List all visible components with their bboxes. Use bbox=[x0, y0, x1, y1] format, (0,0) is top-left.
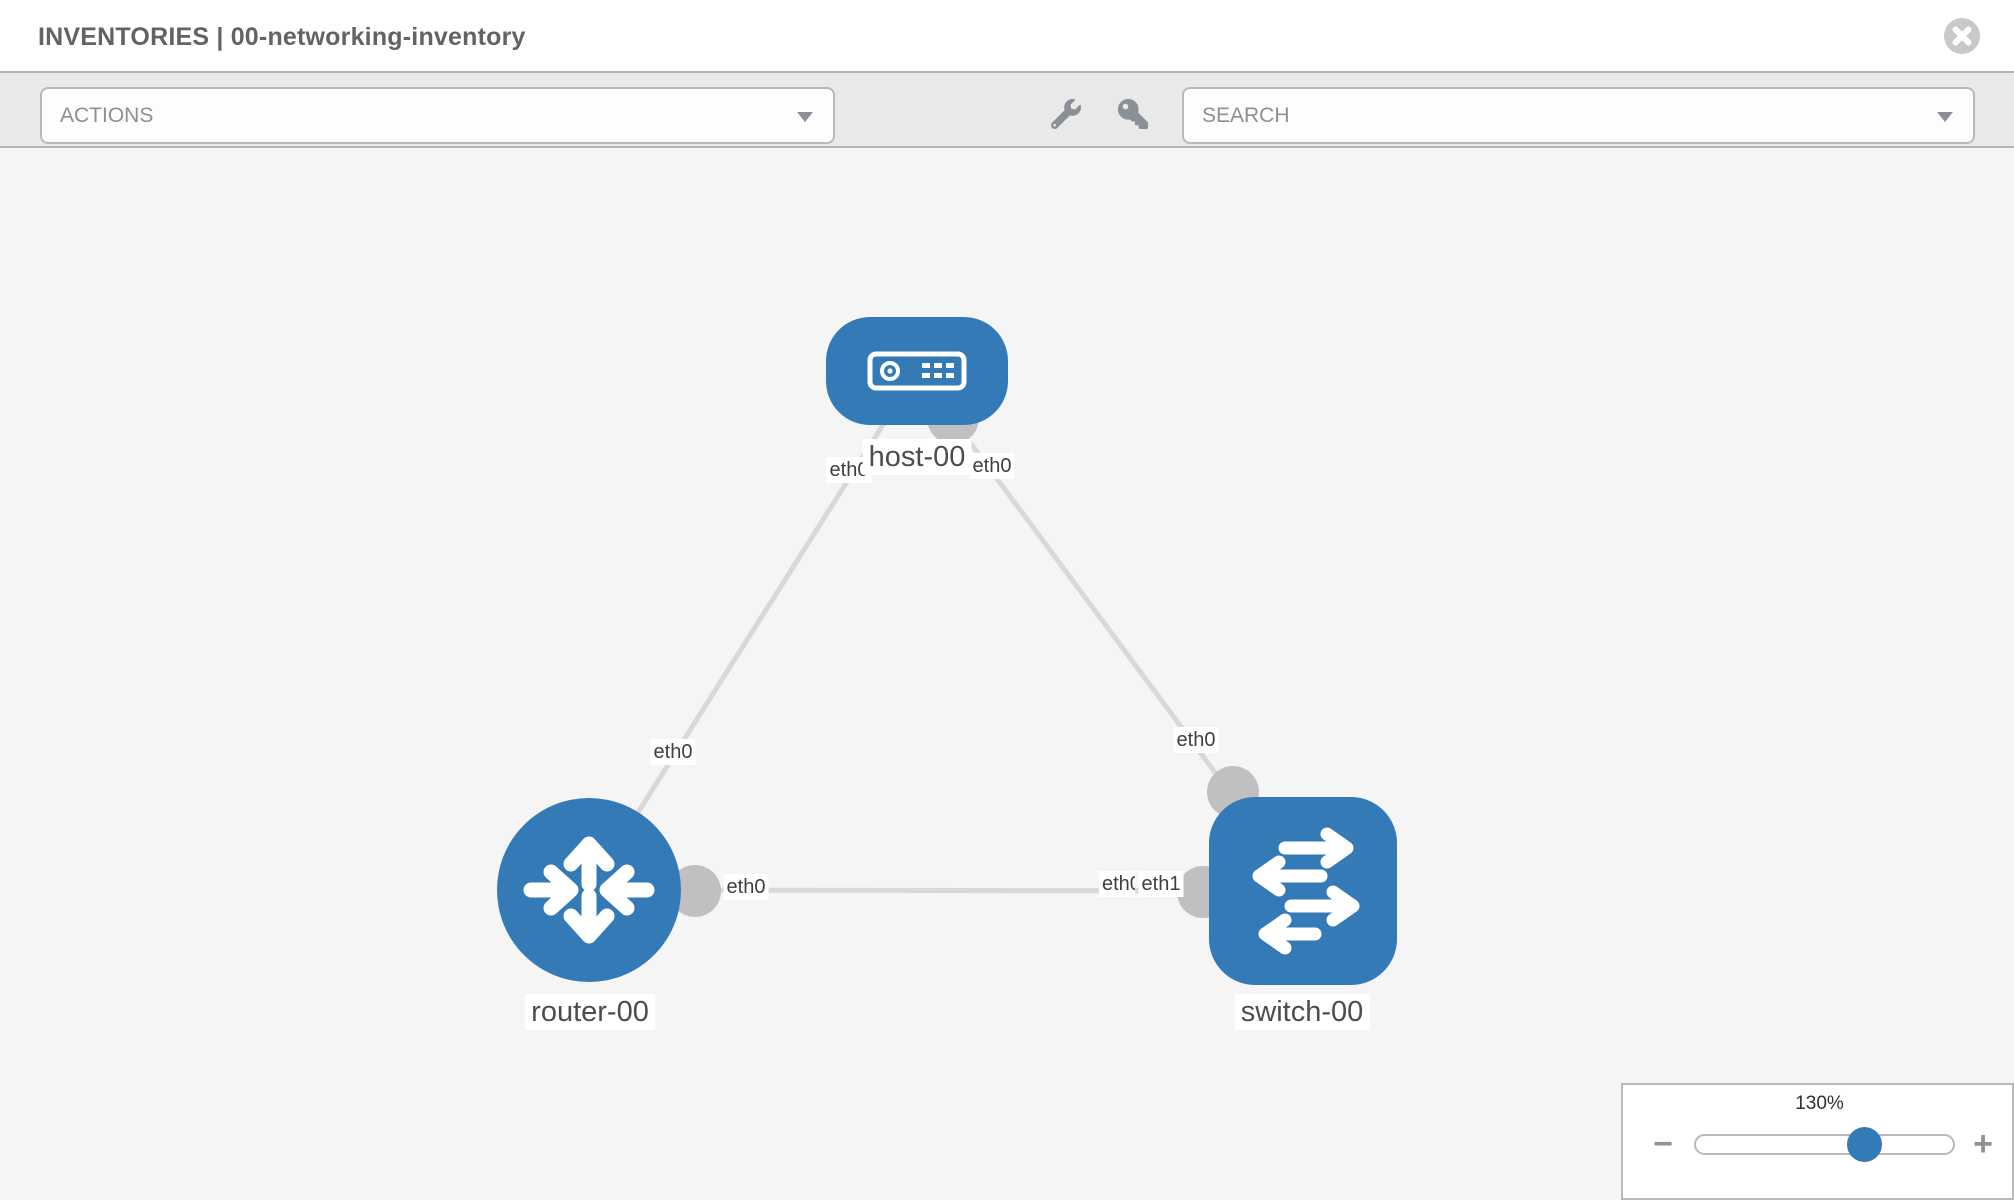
port-label: eth0 bbox=[723, 874, 769, 900]
switch-arrows-icon bbox=[1252, 827, 1360, 955]
page-title: INVENTORIES | 00-networking-inventory bbox=[38, 23, 526, 51]
zoom-in-button[interactable]: + bbox=[1973, 1125, 1993, 1163]
zoom-control-panel: 130% − + bbox=[1621, 1083, 2014, 1200]
zoom-out-button[interactable]: − bbox=[1653, 1125, 1673, 1163]
close-button[interactable] bbox=[1944, 18, 1980, 54]
port-label-overlapped: eth0 bbox=[1099, 871, 1135, 897]
header-bar: INVENTORIES | 00-networking-inventory bbox=[0, 0, 2014, 71]
chevron-down-icon bbox=[797, 112, 813, 122]
search-placeholder: SEARCH bbox=[1202, 104, 1290, 127]
node-host[interactable] bbox=[826, 317, 1008, 425]
tools-button[interactable] bbox=[1050, 99, 1081, 130]
port-label: eth0 bbox=[650, 739, 696, 765]
router-arrows-icon bbox=[523, 836, 655, 944]
toolbar: ACTIONS SEARCH bbox=[0, 71, 2014, 148]
zoom-level: 130% bbox=[1795, 1093, 1844, 1114]
port-label: eth1 bbox=[1138, 871, 1184, 897]
actions-dropdown-label: ACTIONS bbox=[60, 104, 154, 127]
key-icon bbox=[1118, 99, 1148, 129]
zoom-slider-track[interactable] bbox=[1694, 1134, 1955, 1155]
topology-canvas[interactable] bbox=[0, 148, 2014, 1200]
chevron-down-icon bbox=[1937, 112, 1953, 122]
credentials-button[interactable] bbox=[1118, 99, 1148, 129]
node-label-switch: switch-00 bbox=[1234, 994, 1370, 1030]
close-icon bbox=[1944, 18, 1980, 54]
port-label: eth0 bbox=[1173, 727, 1219, 753]
zoom-slider-thumb[interactable] bbox=[1847, 1127, 1882, 1162]
search-dropdown[interactable]: SEARCH bbox=[1182, 87, 1975, 144]
node-label-router: router-00 bbox=[525, 994, 655, 1030]
wrench-icon bbox=[1050, 99, 1081, 130]
node-switch[interactable] bbox=[1209, 797, 1397, 985]
host-device-icon bbox=[867, 351, 967, 391]
node-router[interactable] bbox=[497, 798, 681, 982]
actions-dropdown[interactable]: ACTIONS bbox=[40, 87, 835, 144]
port-endpoint bbox=[669, 865, 721, 917]
port-label: eth0 bbox=[969, 453, 1015, 479]
node-label-host: host-00 bbox=[862, 439, 972, 475]
